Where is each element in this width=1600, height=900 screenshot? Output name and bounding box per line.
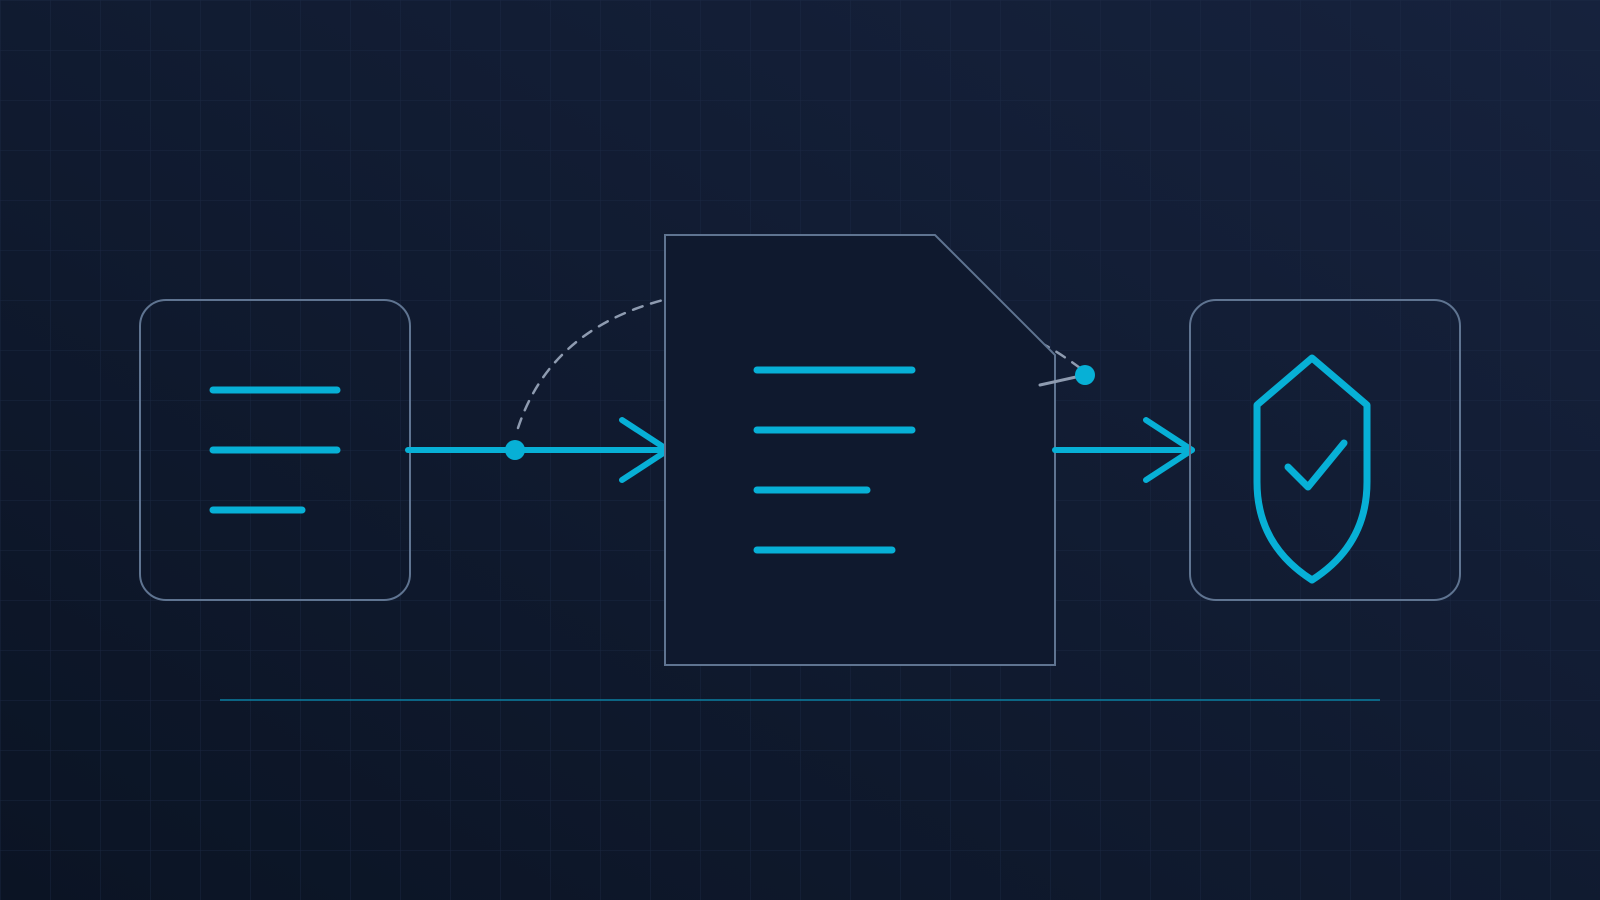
text-lines-icon [209, 386, 341, 514]
arc-endpoint [1038, 365, 1095, 387]
document-card [664, 234, 1056, 666]
document-card-frame [664, 234, 1056, 666]
connector-node [505, 440, 525, 460]
shield-card-frame [1189, 299, 1461, 601]
shield-check-icon [1253, 354, 1371, 584]
document-icon [753, 366, 916, 554]
arc-endpoint-node [1075, 365, 1095, 385]
dashed-arc-connector [516, 285, 1082, 430]
shield-card [1189, 299, 1461, 601]
arrow-document-to-shield [1052, 417, 1195, 483]
